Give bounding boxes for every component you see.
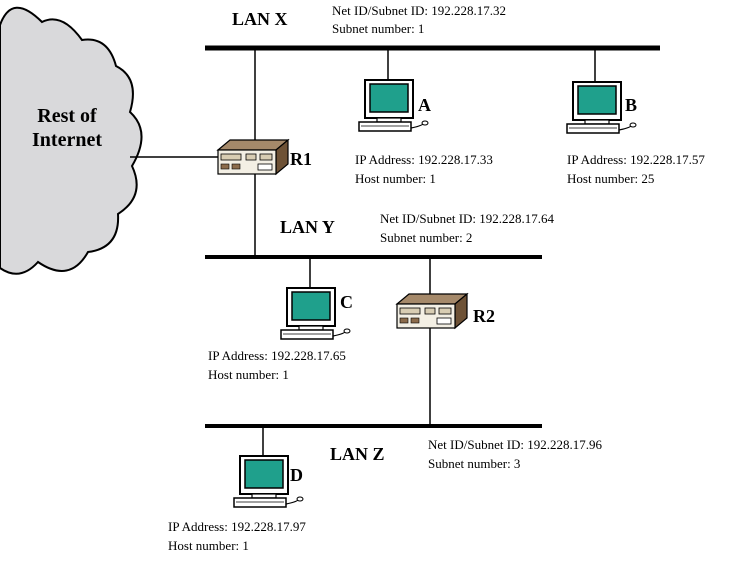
host-b-host-number: Host number: 25	[567, 171, 655, 186]
host-a-ip: IP Address: 192.228.17.33	[355, 152, 493, 167]
lan-z-name: LAN Z	[330, 444, 385, 464]
lan-z-net-id: Net ID/Subnet ID: 192.228.17.96	[428, 437, 603, 452]
cloud-label: Rest of Internet	[12, 104, 122, 152]
cloud-label-line2: Internet	[32, 129, 102, 151]
host-a-name: A	[418, 95, 431, 115]
lan-x-subnet-number: Subnet number: 1	[332, 21, 425, 36]
router-r1-icon	[217, 139, 289, 175]
lan-y-subnet-number: Subnet number: 2	[380, 230, 473, 245]
lan-x-name: LAN X	[232, 9, 288, 29]
router-r1-name: R1	[290, 149, 312, 169]
router-r2-icon	[396, 293, 468, 329]
host-c-host-number: Host number: 1	[208, 367, 289, 382]
router-r2-name: R2	[473, 306, 495, 326]
host-b-name: B	[625, 95, 638, 115]
cloud-icon	[0, 6, 143, 275]
host-b-ip: IP Address: 192.228.17.57	[567, 152, 705, 167]
lan-y-name: LAN Y	[280, 217, 335, 237]
lan-y-net-id: Net ID/Subnet ID: 192.228.17.64	[380, 211, 555, 226]
host-d-host-number: Host number: 1	[168, 538, 249, 553]
lan-x-net-id: Net ID/Subnet ID: 192.228.17.32	[332, 3, 507, 18]
host-a-host-number: Host number: 1	[355, 171, 436, 186]
lan-z-subnet-number: Subnet number: 3	[428, 456, 521, 471]
cloud-label-line1: Rest of	[37, 105, 97, 127]
host-d-name: D	[290, 465, 303, 485]
host-c-ip: IP Address: 192.228.17.65	[208, 348, 346, 363]
host-c-name: C	[340, 292, 353, 312]
host-d-ip: IP Address: 192.228.17.97	[168, 519, 306, 534]
